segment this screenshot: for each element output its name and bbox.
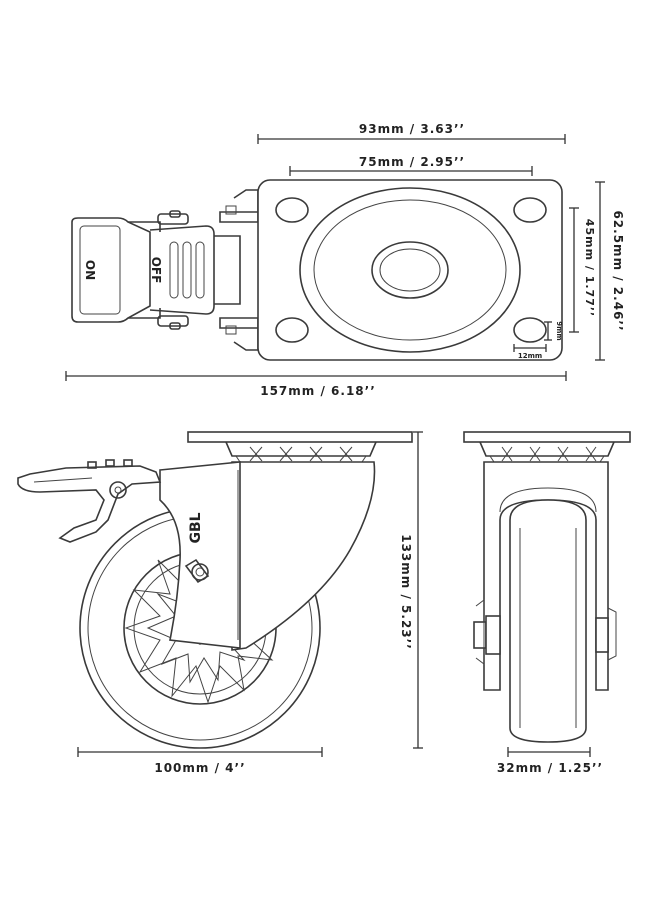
top-view: ON OFF 9mm 12mm bbox=[65, 122, 625, 398]
top-width-inner-label: 75mm / 2.95’’ bbox=[359, 155, 465, 169]
brake-pedal: ON OFF bbox=[71, 189, 259, 351]
front-view: 32mm / 1.25’’ bbox=[463, 431, 631, 775]
hole-detail-dimension: 9mm 12mm bbox=[513, 321, 563, 360]
top-plate bbox=[257, 179, 563, 361]
brake-off-label: OFF bbox=[149, 257, 163, 284]
brand-mark: GBL bbox=[188, 512, 204, 543]
plate-height-inner-dimension: 45mm / 1.77’’ bbox=[569, 207, 596, 333]
plate-height-inner-label: 45mm / 1.77’’ bbox=[583, 219, 596, 317]
total-height-label: 133mm / 5.23’’ bbox=[399, 534, 413, 650]
hole-offset-label: 12mm bbox=[518, 352, 542, 360]
front-wheel bbox=[509, 499, 587, 743]
side-top-plate bbox=[187, 431, 413, 443]
side-view: GBL 100mm / 4’’ 133mm / 5.23’’ bbox=[17, 431, 423, 775]
top-width-inner-dimension: 75mm / 2.95’’ bbox=[289, 155, 533, 176]
total-height-dimension: 133mm / 5.23’’ bbox=[399, 431, 423, 749]
top-width-outer-label: 93mm / 3.63’’ bbox=[359, 122, 465, 136]
wheel-width-dimension: 32mm / 1.25’’ bbox=[497, 747, 603, 775]
side-brake-lever bbox=[17, 459, 162, 543]
top-width-outer-dimension: 93mm / 3.63’’ bbox=[257, 122, 566, 144]
front-axle bbox=[473, 599, 617, 665]
plate-height-outer-label: 62.5mm / 2.46’’ bbox=[611, 210, 625, 331]
total-length-label: 157mm / 6.18’’ bbox=[260, 384, 376, 398]
wheel-diameter-dimension: 100mm / 4’’ bbox=[77, 747, 323, 775]
hole-diameter-label: 9mm bbox=[555, 321, 563, 340]
wheel-width-label: 32mm / 1.25’’ bbox=[497, 761, 603, 775]
brake-on-label: ON bbox=[83, 260, 97, 280]
swivel-bearing-ribs bbox=[249, 446, 353, 462]
total-length-dimension: 157mm / 6.18’’ bbox=[65, 371, 567, 398]
front-bearing-ribs bbox=[501, 446, 597, 462]
plate-height-outer-dimension: 62.5mm / 2.46’’ bbox=[595, 181, 625, 361]
front-top-plate bbox=[463, 431, 631, 443]
wheel-diameter-label: 100mm / 4’’ bbox=[154, 761, 245, 775]
side-fork: GBL bbox=[159, 461, 376, 651]
